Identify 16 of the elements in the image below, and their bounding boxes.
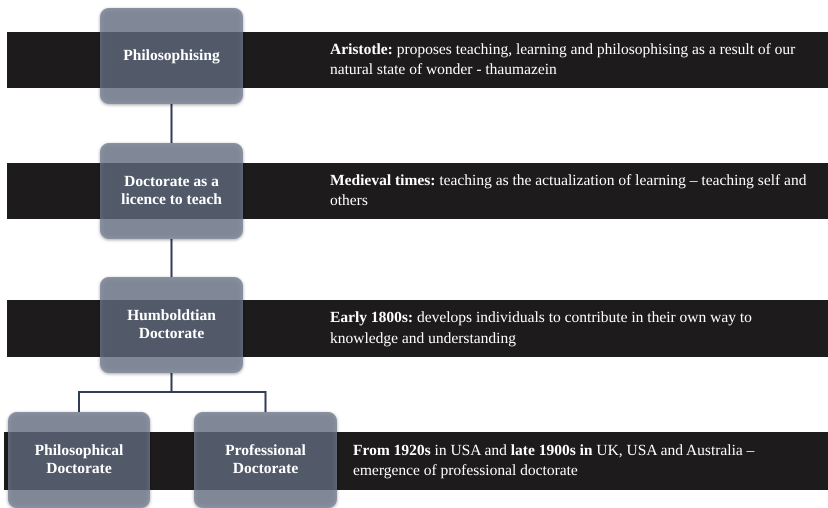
stage-box bbox=[100, 8, 243, 104]
description-text: From 1920s in USA and late 1900s in UK, USA and Australia – emergence of professional doctorate bbox=[353, 440, 756, 481]
stage-label: Doctorate as a licence to teach bbox=[120, 173, 223, 209]
connector-line bbox=[170, 239, 172, 277]
stage-label: Philosophising bbox=[123, 47, 220, 65]
stage-box bbox=[100, 277, 243, 373]
stage-box bbox=[100, 143, 243, 239]
description-text: Early 1800s: develops individuals to contribute in their own way to knowledge and understanding bbox=[330, 308, 753, 348]
stage-label: Humboldtian Doctorate bbox=[126, 307, 217, 343]
connector-line bbox=[170, 104, 172, 143]
stage-label: Professional Doctorate bbox=[224, 442, 307, 478]
description-text: Aristotle: proposes teaching, learning and philosophising as a result of our natural state of wonder - thaumazein bbox=[330, 40, 796, 80]
stage-box bbox=[8, 412, 150, 508]
description-text: Medieval times: teaching as the actualization of learning – teaching self and others bbox=[330, 170, 808, 211]
stage-label: Philosophical Doctorate bbox=[34, 442, 124, 478]
stage-box bbox=[194, 412, 337, 508]
